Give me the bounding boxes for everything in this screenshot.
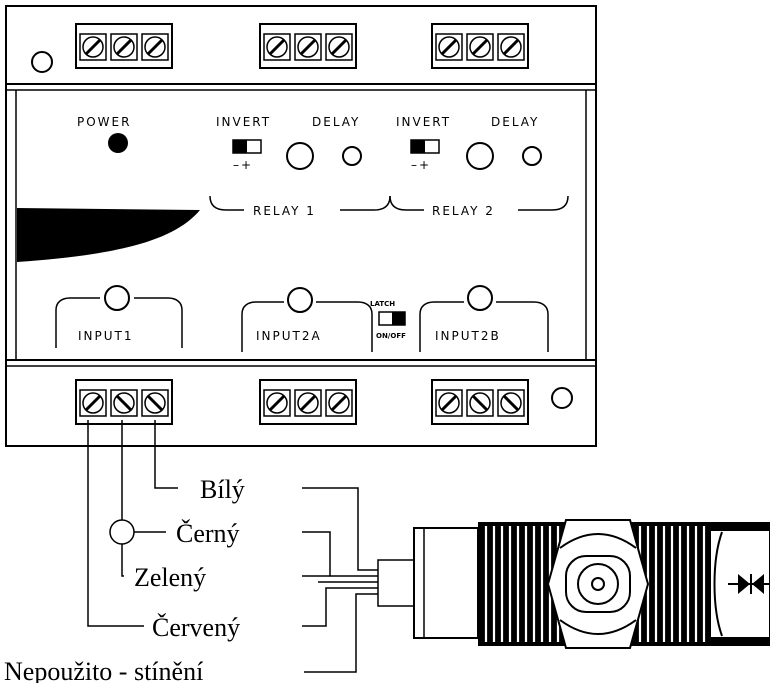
latch-section: LATCH ON/OFF	[370, 300, 406, 340]
input-1-section: INPUT1	[55, 285, 183, 348]
relay-2-bracket	[389, 195, 569, 211]
relay-1-led	[342, 146, 362, 166]
power-label: POWER	[77, 115, 131, 129]
terminal-block-bottom-1	[75, 379, 173, 425]
terminal-block-top-3	[431, 23, 529, 69]
relay-1-delay-label: DELAY	[312, 115, 360, 129]
mounting-hole-bottom-right	[551, 387, 573, 409]
relay-1-section: INVERT DELAY –+ RELAY 1	[209, 115, 391, 218]
terminal-block-bottom-2	[259, 379, 357, 425]
latch-label: LATCH	[370, 300, 395, 308]
relay-2-section: INVERT DELAY –+ RELAY 2	[389, 115, 569, 218]
onoff-label: ON/OFF	[376, 332, 406, 340]
relay-1-delay-knob[interactable]	[286, 142, 314, 170]
relay-2-delay-label: DELAY	[491, 115, 539, 129]
input-1-led	[104, 285, 130, 311]
input-2a-section: INPUT2A	[241, 287, 373, 352]
relay-2-led	[522, 146, 542, 166]
terminal-block-top-1	[75, 23, 173, 69]
relay-1-invert-switch[interactable]	[232, 139, 262, 154]
input-2a-label: INPUT2A	[256, 329, 322, 343]
relay-1-invert-label: INVERT	[216, 115, 271, 129]
input-2a-led	[287, 287, 313, 313]
power-led	[108, 133, 128, 153]
wire-junction-ring	[109, 519, 135, 545]
input-1-label: INPUT1	[78, 329, 134, 343]
relay-1-title: RELAY 1	[253, 204, 316, 218]
wire-label-shield: Nepoužito - stínění	[4, 657, 203, 683]
relay-2-delay-knob[interactable]	[466, 142, 494, 170]
relay-2-invert-label: INVERT	[396, 115, 451, 129]
mounting-hole-top-left	[31, 51, 53, 73]
input-2b-led	[467, 285, 493, 311]
sensor-symbol-icon	[728, 574, 770, 594]
wire-red	[87, 420, 420, 627]
relay-2-minus-plus-label: –+	[411, 158, 431, 172]
relay-1-minus-plus-label: –+	[233, 158, 253, 172]
wire-label-green: Zelený	[134, 563, 206, 592]
relay-2-title: RELAY 2	[432, 204, 495, 218]
wire-label-black: Černý	[176, 519, 240, 548]
wire-label-red: Červený	[152, 613, 240, 642]
input-2b-section: INPUT2B	[419, 285, 549, 352]
latch-switch[interactable]	[378, 311, 406, 326]
wire-black	[121, 420, 420, 577]
terminal-block-top-2	[259, 23, 357, 69]
terminal-block-bottom-3	[431, 379, 529, 425]
relay-2-invert-switch[interactable]	[410, 139, 440, 154]
proximity-sensor	[377, 519, 770, 649]
wire-label-white: Bílý	[200, 475, 245, 504]
input-2b-label: INPUT2B	[435, 329, 501, 343]
decorative-swoosh	[17, 208, 200, 262]
